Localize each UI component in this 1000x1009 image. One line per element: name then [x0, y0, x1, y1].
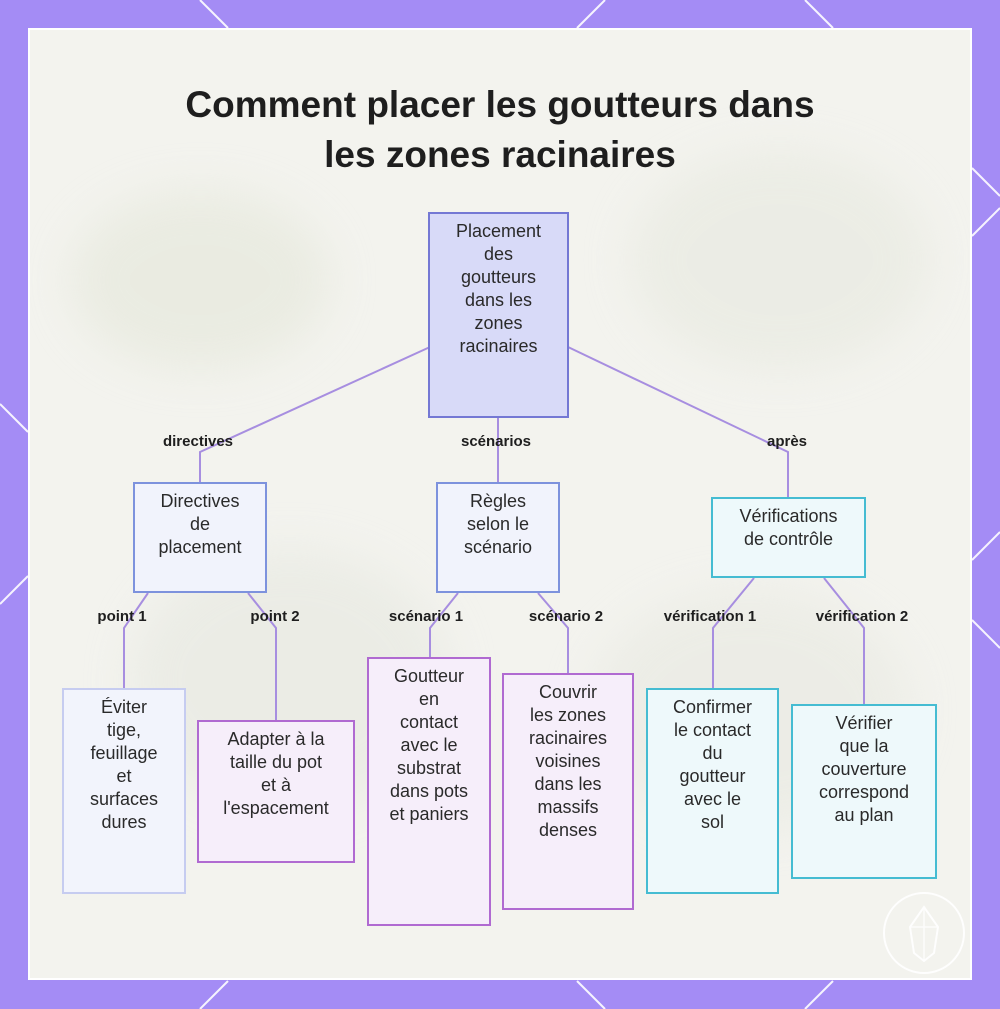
edge-verif-confirmer — [712, 577, 755, 688]
node-text: de contrôle — [743, 529, 834, 549]
node-regles: Règles selon le scénario — [436, 482, 560, 593]
edge-root-directives — [199, 346, 431, 482]
title-line: les zones racinaires — [324, 134, 676, 175]
watermark-logo-icon — [883, 892, 965, 974]
node-text: de — [189, 514, 211, 534]
node-adapter: Adapter à la taille du pot et à l'espace… — [197, 720, 355, 863]
node-text: tige, — [106, 720, 142, 740]
node-text: scénario — [463, 537, 533, 557]
node-text: dans pots — [389, 781, 469, 801]
edge-label-apres: après — [766, 433, 808, 450]
node-text: placement — [158, 537, 242, 557]
node-text: que la — [839, 736, 889, 756]
node-text: denses — [538, 820, 598, 840]
node-couvrir: Couvrir les zones racinaires voisines da… — [502, 673, 634, 910]
node-text: couverture — [821, 759, 907, 779]
node-text: surfaces — [89, 789, 159, 809]
edge-directives-adapter — [247, 592, 277, 720]
edge-verif-verifier — [823, 577, 865, 704]
edge-label-verification1: vérification 1 — [663, 608, 757, 625]
node-text: Directives — [160, 491, 240, 511]
node-text: au plan — [834, 805, 894, 825]
edge-regles-couvrir — [537, 592, 569, 673]
node-text: racinaires — [528, 728, 608, 748]
node-text: le contact — [673, 720, 752, 740]
edge-label-scenarios: scénarios — [460, 433, 532, 450]
node-text: l'espacement — [223, 798, 329, 818]
node-text: Placement — [455, 221, 542, 241]
node-text: et à — [260, 775, 292, 795]
node-text: Confirmer — [672, 697, 752, 717]
edge-label-point1: point 1 — [97, 608, 147, 625]
node-text: dures — [101, 812, 147, 832]
edge-label-verification2: vérification 2 — [815, 608, 909, 625]
node-text: et paniers — [389, 804, 469, 824]
node-text: selon le — [466, 514, 530, 534]
edge-directives-eviter — [123, 592, 149, 688]
node-text: et — [116, 766, 132, 786]
node-text: sol — [700, 812, 724, 832]
node-eviter: Éviter tige, feuillage et surfaces dures — [62, 688, 186, 894]
node-verifier: Vérifier que la couverture correspond au… — [791, 704, 937, 879]
node-text: Éviter — [100, 697, 147, 717]
node-text: Goutteur — [393, 666, 465, 686]
page-title: Comment placer les goutteurs dans les zo… — [0, 80, 1000, 180]
node-confirmer: Confirmer le contact du goutteur avec le… — [646, 688, 779, 894]
node-directives: Directives de placement — [133, 482, 267, 593]
node-text: dans les — [464, 290, 533, 310]
node-text: feuillage — [90, 743, 158, 763]
node-text: avec le — [683, 789, 742, 809]
node-text: Couvrir — [538, 682, 597, 702]
node-text: racinaires — [459, 336, 538, 356]
node-verifications: Vérifications de contrôle — [711, 497, 866, 578]
node-root-placement: Placement des goutteurs dans les zones r… — [428, 212, 569, 418]
node-text: contact — [399, 712, 459, 732]
node-text: zones — [474, 313, 523, 333]
node-text: correspond — [818, 782, 910, 802]
edge-label-point2: point 2 — [250, 608, 300, 625]
node-text: Vérifier — [835, 713, 893, 733]
node-text: massifs — [537, 797, 599, 817]
node-text: Règles — [469, 491, 526, 511]
node-text: dans les — [534, 774, 602, 794]
edge-regles-goutteur — [429, 592, 459, 657]
node-text: en — [418, 689, 440, 709]
node-text: taille du pot — [229, 752, 323, 772]
node-text: avec le — [400, 735, 458, 755]
node-text: Adapter à la — [227, 729, 325, 749]
edge-label-scenario2: scénario 2 — [528, 608, 604, 625]
node-text: goutteur — [679, 766, 746, 786]
edge-label-directives: directives — [162, 433, 234, 450]
node-text: des — [483, 244, 513, 264]
edge-label-scenario1: scénario 1 — [388, 608, 464, 625]
edge-root-verifications — [567, 346, 789, 497]
node-text: Vérifications — [739, 506, 838, 526]
node-text: substrat — [396, 758, 462, 778]
node-text: les zones — [529, 705, 607, 725]
node-text: voisines — [535, 751, 601, 771]
title-line: Comment placer les goutteurs dans — [185, 84, 815, 125]
node-text: goutteurs — [460, 267, 537, 287]
node-text: du — [702, 743, 723, 763]
node-goutteur: Goutteur en contact avec le substrat dan… — [367, 657, 491, 926]
